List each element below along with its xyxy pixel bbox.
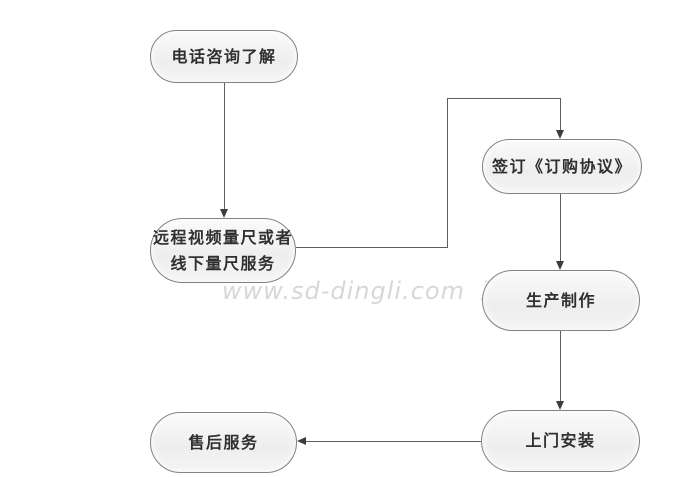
edge-phone-to-measure-arrowhead-icon [220,209,228,218]
edge-sign-to-production-arrowhead-icon [556,261,564,270]
node-install-label: 上门安装 [525,431,596,450]
node-install: 上门安装 [481,410,640,472]
edge-sign-to-production-line [560,194,561,262]
edge-production-to-install-arrowhead-icon [556,401,564,410]
node-after-sales: 售后服务 [150,412,297,473]
node-sign-agreement-label: 签订《订购协议》 [491,156,632,176]
node-measure-service-label-line1: 远程视频量尺或者 [152,227,293,247]
node-measure-service-label-line2: 线下量尺服务 [170,253,276,273]
edge-install-to-aftersales-arrowhead-icon [297,437,306,445]
node-after-sales-label: 售后服务 [188,432,259,452]
node-phone-consult-label: 电话咨询了解 [171,46,277,66]
edge-measure-to-sign-arrowhead-icon [556,130,564,139]
edge-measure-to-sign-segment-1 [296,247,448,248]
node-phone-consult: 电话咨询了解 [150,30,298,83]
node-production: 生产制作 [482,270,640,331]
node-sign-agreement: 签订《订购协议》 [482,139,642,194]
edge-install-to-aftersales-line [306,441,481,442]
edge-measure-to-sign-segment-3 [447,98,561,99]
edge-phone-to-measure-line [224,83,225,211]
node-measure-service: 远程视频量尺或者 线下量尺服务 [150,218,296,283]
node-production-label: 生产制作 [525,290,596,310]
edge-measure-to-sign-segment-2 [447,98,448,248]
edge-production-to-install-line [560,331,561,402]
edge-measure-to-sign-segment-4 [560,98,561,131]
